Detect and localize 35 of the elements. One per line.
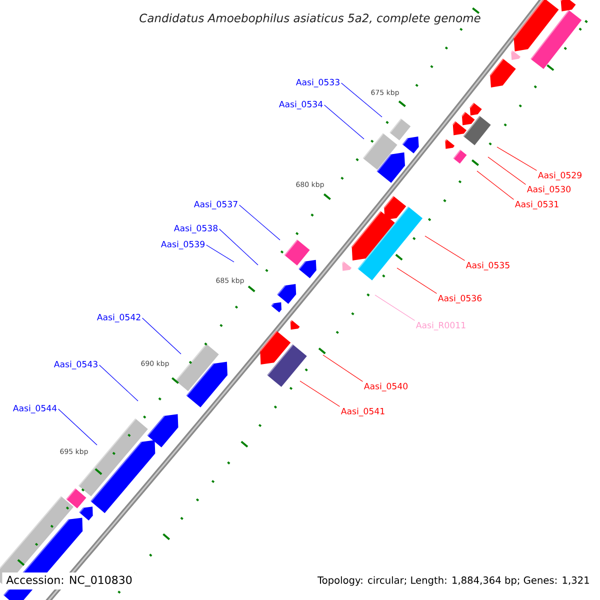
genome-info-label: Topology: circular; Length: 1,884,364 bp; Genes: 1,321 [317, 576, 589, 586]
gene-label: Aasi_0536 [438, 294, 482, 304]
leader-line [374, 294, 415, 321]
gene-label: Aasi_0530 [526, 186, 571, 194]
leader-line [206, 244, 234, 262]
gene-label: Aasi_R0011 [416, 322, 466, 330]
leader-line [99, 364, 138, 402]
leader-line [219, 228, 258, 266]
gene-label: Aasi_0541 [340, 408, 384, 416]
leader-line [142, 318, 182, 354]
leader-line [324, 104, 364, 140]
leader-line [322, 354, 363, 382]
gene-label: Aasi_0540 [364, 382, 408, 392]
gene-label: Aasi_0542 [96, 314, 140, 322]
leader-line [58, 408, 98, 446]
leader-line [239, 204, 280, 240]
leader-line [300, 380, 340, 407]
leader-line [424, 236, 465, 261]
title: Candidatus Amoebophilus asiaticus 5a2, complete genome [140, 13, 480, 25]
gene-label: Aasi_0538 [174, 224, 218, 234]
leader-line [341, 82, 382, 118]
gene-label: Aasi_0539 [160, 240, 204, 250]
leader-line [396, 268, 437, 294]
accession-label: Accession: NC_010830 [2, 572, 136, 590]
leader-line [476, 170, 514, 200]
gene-label: Aasi_0531 [514, 200, 558, 210]
gene-label: Aasi_0537 [194, 200, 238, 210]
gene-label: Aasi_0534 [278, 100, 323, 110]
leader-line [488, 156, 526, 185]
gene-label: Aasi_0535 [466, 262, 510, 270]
gene-label: Aasi_0529 [538, 172, 582, 180]
gene-label: Aasi_0533 [296, 78, 340, 88]
gene-label: Aasi_0544 [12, 404, 57, 414]
leader-line [496, 146, 537, 171]
gene-label: Aasi_0543 [54, 360, 98, 370]
